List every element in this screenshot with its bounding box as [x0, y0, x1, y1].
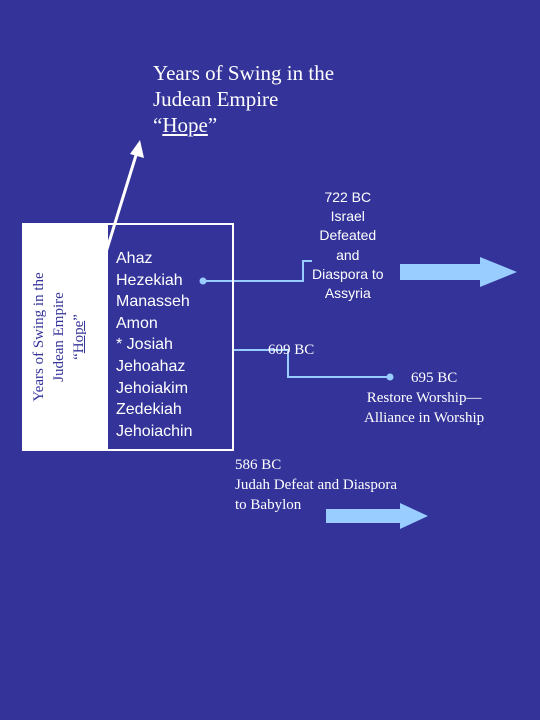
- diaspora-babylon-arrow: [326, 503, 428, 529]
- event-695-line-1: Restore Worship—: [366, 390, 482, 406]
- king-jehoiachin: Jehoiachin: [116, 422, 193, 440]
- kings-box: [106, 223, 234, 451]
- side-title-quote-word: Hope: [71, 320, 87, 354]
- hezekiah-dot: [199, 277, 207, 285]
- king-jehoahaz: Jehoahaz: [116, 357, 186, 375]
- king-josiah: * Josiah: [116, 336, 173, 354]
- side-title-line-3: “Hope”: [69, 223, 89, 451]
- pointer-arrow-head: [130, 140, 144, 158]
- event-722-line-5: Diaspora to: [312, 265, 384, 282]
- event-722-label: 722 BC Israel Defeated and Diaspora to A…: [312, 188, 384, 303]
- event-586-line-2: to Babylon: [235, 497, 302, 513]
- side-title-quote-open: “: [71, 353, 87, 360]
- pointer-arrow-line: [79, 151, 139, 334]
- event-722-line-3: Defeated: [319, 227, 377, 244]
- event-586-line-1: Judah Defeat and Diaspora: [235, 477, 398, 493]
- event-695-date: 695 BC: [410, 370, 458, 386]
- event-586-date: 586 BC: [235, 457, 282, 473]
- event-695-label: 695 BC Restore Worship— Alliance in Wors…: [364, 368, 484, 428]
- side-title-line-2: Judean Empire: [51, 292, 67, 382]
- king-jehoiakim: Jehoiakim: [116, 379, 189, 397]
- event-722-line-6: Assyria: [324, 285, 371, 302]
- king-hezekiah: Hezekiah: [116, 271, 183, 289]
- side-title: Years of Swing in the Judean Empire “Hop…: [29, 223, 99, 451]
- event-722-line-4: and: [336, 246, 360, 263]
- side-title-container: Years of Swing in the Judean Empire “Hop…: [22, 223, 106, 451]
- side-title-box: [22, 223, 106, 451]
- josiah-end-dot: [386, 373, 394, 381]
- king-ahaz: Ahaz: [116, 250, 153, 267]
- king-amon: Amon: [116, 314, 158, 332]
- pointer-arrow: [79, 140, 144, 334]
- title-line-2: Judean Empire: [153, 87, 279, 111]
- side-title-line-1: Years of Swing in the: [31, 272, 47, 402]
- event-722-line-1: 722 BC: [324, 189, 372, 205]
- event-609-label: 609 BC: [268, 342, 315, 358]
- king-zedekiah: Zedekiah: [116, 401, 182, 419]
- diaspora-assyria-arrow: [400, 257, 517, 287]
- title-quote-word: Hope: [162, 113, 208, 137]
- title-quote-close: ”: [207, 113, 218, 137]
- event-586-label: 586 BC Judah Defeat and Diaspora to Baby…: [235, 455, 397, 515]
- connector-695: [234, 349, 390, 378]
- diagram-title: Years of Swing in the Judean Empire “Hop…: [153, 60, 334, 138]
- king-manasseh: Manasseh: [116, 293, 190, 311]
- title-line-1: Years of Swing in the: [153, 61, 335, 85]
- title-quote-open: “: [153, 113, 163, 137]
- connector-722: [203, 260, 312, 282]
- event-695-line-2: Alliance in Worship: [364, 410, 485, 426]
- event-722-line-2: Israel: [330, 208, 365, 225]
- side-title-quote-close: ”: [71, 314, 87, 321]
